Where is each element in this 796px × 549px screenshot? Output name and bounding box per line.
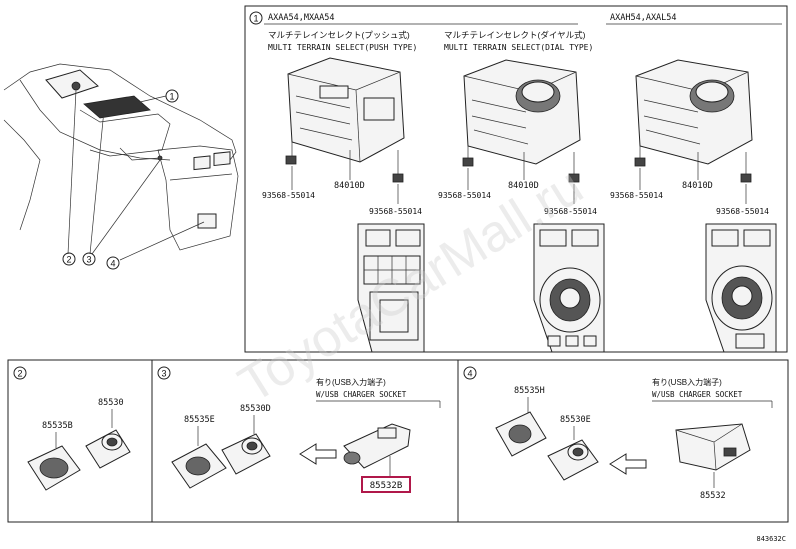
panel-3-socket-jp: 有り(USB入力端子) — [316, 377, 386, 387]
callout-2[interactable]: 2 — [62, 252, 76, 266]
part-label-switch-2[interactable]: 84010D — [508, 181, 539, 191]
callout-3[interactable]: 3 — [82, 252, 96, 266]
usb-socket-85530e[interactable] — [547, 439, 599, 481]
usb-charger-85532b[interactable] — [343, 423, 411, 469]
part-label-bolt-3[interactable]: 93568-55014 — [438, 191, 491, 200]
diagram-code: 843632C — [756, 535, 786, 543]
usb-socket-85530[interactable] — [85, 429, 131, 469]
panel-1-index-label: 1 — [253, 14, 258, 24]
panel-1-frame — [244, 5, 788, 353]
part-label-bolt-2[interactable]: 93568-55014 — [369, 207, 422, 216]
callout-4[interactable]: 4 — [106, 256, 120, 270]
switch-assembly-push[interactable] — [285, 57, 405, 183]
part-label-bolt-5[interactable]: 93568-55014 — [610, 191, 663, 200]
console-overview-illustration — [3, 63, 239, 251]
panel-4-socket-en: W/USB CHARGER SOCKET — [652, 390, 743, 399]
push-type-en-label: MULTI TERRAIN SELECT(PUSH TYPE) — [268, 43, 417, 52]
panel-3-index: 3 — [161, 369, 166, 379]
part-label-switch-3[interactable]: 84010D — [682, 181, 713, 191]
part-label-85535e[interactable]: 85535E — [184, 415, 215, 425]
switch-assembly-dial-right[interactable] — [634, 59, 753, 183]
part-label-85532b[interactable]: 85532B — [370, 481, 403, 491]
dial-type-switch-face-2[interactable] — [705, 223, 777, 353]
panel-3-socket-en: W/USB CHARGER SOCKET — [316, 390, 407, 399]
usb-charger-85532[interactable] — [675, 423, 751, 471]
panel-2-frame — [7, 359, 153, 523]
usb-socket-85530d[interactable] — [221, 433, 271, 475]
part-label-bolt-4[interactable]: 93568-55014 — [544, 207, 597, 216]
panel-4-socket-jp: 有り(USB入力端子) — [652, 377, 722, 387]
svg-text:4: 4 — [110, 259, 115, 269]
panel-4-frame — [457, 359, 789, 523]
part-label-85535b[interactable]: 85535B — [42, 421, 73, 431]
arrow-icon-panel-3 — [299, 443, 337, 465]
callout-1[interactable]: 1 — [165, 89, 179, 103]
usb-bracket-85535e[interactable] — [171, 443, 227, 489]
push-type-switch-face[interactable] — [357, 223, 425, 353]
highlight-box-85532b — [361, 476, 411, 493]
part-label-85532[interactable]: 85532 — [700, 491, 726, 501]
svg-text:2: 2 — [66, 255, 71, 265]
panel-2-index: 2 — [17, 369, 22, 379]
dial-type-switch-face-1[interactable] — [533, 223, 605, 353]
panel-4-index: 4 — [467, 369, 472, 379]
panel-1-header-left: AXAA54,MXAA54 — [268, 13, 335, 23]
panel-1-index — [249, 11, 263, 25]
part-label-bolt-6[interactable]: 93568-55014 — [716, 207, 769, 216]
push-type-jp-label: マルチテレインセレクト(プッシュ式) — [268, 30, 410, 40]
callout-lines — [67, 89, 205, 261]
dial-type-en-label: MULTI TERRAIN SELECT(DIAL TYPE) — [444, 43, 593, 52]
part-label-85530e[interactable]: 85530E — [560, 415, 591, 425]
usb-bracket-85535h[interactable] — [495, 411, 547, 457]
part-label-85535h[interactable]: 85535H — [514, 386, 545, 396]
panel-1-header-right: AXAH54,AXAL54 — [610, 13, 677, 23]
part-label-85530[interactable]: 85530 — [98, 398, 124, 408]
part-label-85530d[interactable]: 85530D — [240, 404, 271, 414]
dial-type-jp-label: マルチテレインセレクト(ダイヤル式) — [444, 30, 586, 40]
switch-assembly-dial[interactable] — [462, 59, 581, 183]
arrow-icon-panel-4 — [609, 453, 647, 475]
usb-bracket-85535b[interactable] — [27, 445, 81, 491]
part-label-switch-1[interactable]: 84010D — [334, 181, 365, 191]
svg-text:1: 1 — [169, 92, 174, 102]
svg-text:3: 3 — [86, 255, 91, 265]
part-label-bolt-1[interactable]: 93568-55014 — [262, 191, 315, 200]
